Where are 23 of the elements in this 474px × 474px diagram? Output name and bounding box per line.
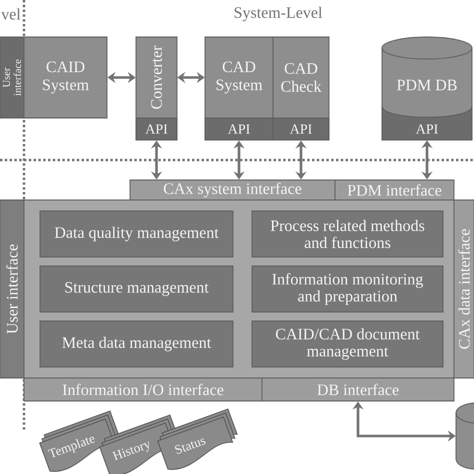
api-band: API	[204, 118, 274, 140]
heading-text: System-Level	[234, 6, 322, 22]
interface-band: User interface	[0, 200, 24, 378]
function-box: CAID/CAD document management	[252, 320, 444, 368]
database-cylinder	[456, 402, 474, 470]
heading-text: vel	[1, 8, 20, 20]
function-box: Information monitoring and preparation	[252, 266, 444, 312]
function-box: Process related methods and functions	[252, 210, 444, 258]
interface-band: PDM interface	[334, 180, 454, 200]
system-box: CAID System	[24, 36, 108, 118]
interface-band: CAx system interface	[130, 180, 336, 200]
api-band: API	[136, 118, 178, 140]
interface-band: User interface	[0, 36, 24, 118]
function-box: Meta data management	[40, 320, 234, 368]
node-label: Template	[48, 436, 95, 458]
function-box: Data quality management	[40, 210, 234, 258]
api-band: API	[272, 118, 330, 140]
document-stack: Status	[157, 408, 238, 470]
interface-band: CAx data interface	[454, 200, 474, 378]
interface-band: DB interface	[262, 378, 454, 402]
api-band: API	[382, 106, 472, 140]
interface-band: Information I/O interface	[24, 378, 262, 402]
function-box: Structure management	[40, 266, 234, 312]
